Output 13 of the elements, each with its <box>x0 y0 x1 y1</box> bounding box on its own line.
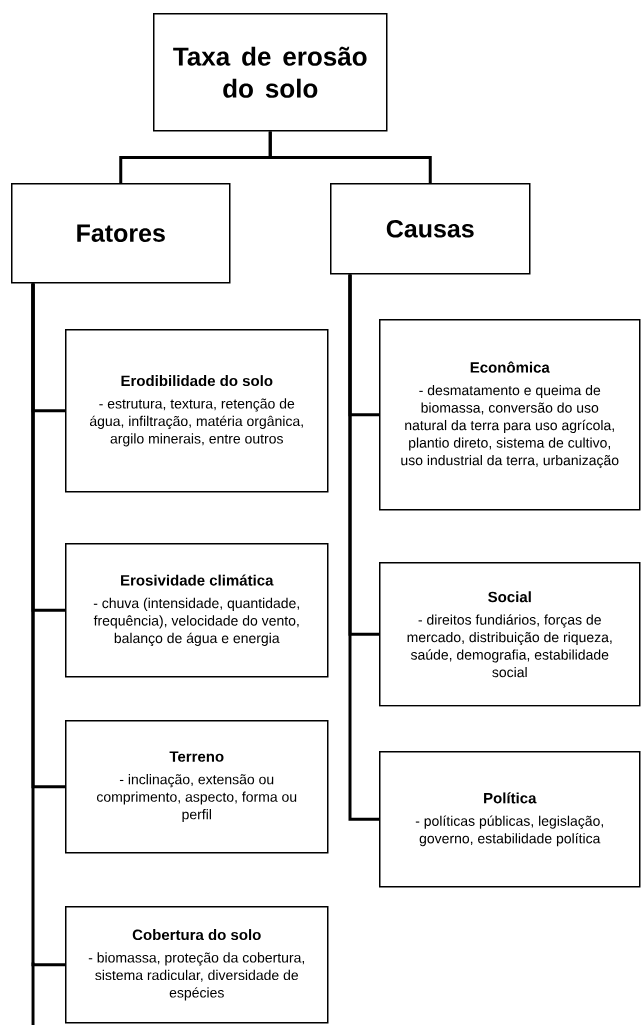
connector-line <box>268 131 432 183</box>
factor-box: Erosividade climática - chuva (intensidade, quantidade, frequência), velocidade do vento, balanço de água e energia <box>65 543 329 678</box>
connector-line <box>348 274 379 821</box>
connector-line <box>31 283 65 967</box>
category-box: Causas <box>330 183 531 275</box>
title-box: Taxa de erosão do solo <box>153 13 388 132</box>
factor-box: Terreno - inclinação, extensão ou comprimento, aspecto, forma ou perfil <box>65 720 329 854</box>
factor-box: Erodibilidade do solo - estrutura, textura, retenção de água, infiltração, matéria orgânica, argilo minerais, entre outros <box>65 329 329 493</box>
factor-box: Política - políticas públicas, legislação, governo, estabilidade política <box>379 751 641 888</box>
factor-box: Cobertura do solo - biomassa, proteção da cobertura, sistema radicular, diversidade de espécies <box>65 906 329 1024</box>
factor-box: Social - direitos fundiários, forças de mercado, distribuição de riqueza, saúde, demografia, estabilidade social <box>379 562 641 707</box>
category-box: Fatores <box>11 183 231 284</box>
factor-box: Econômica - desmatamento e queima de biomassa, conversão do uso natural da terra para uso agrícola, plantio direto, sistema de cultivo, uso industrial da terra, urbanização <box>379 319 641 511</box>
